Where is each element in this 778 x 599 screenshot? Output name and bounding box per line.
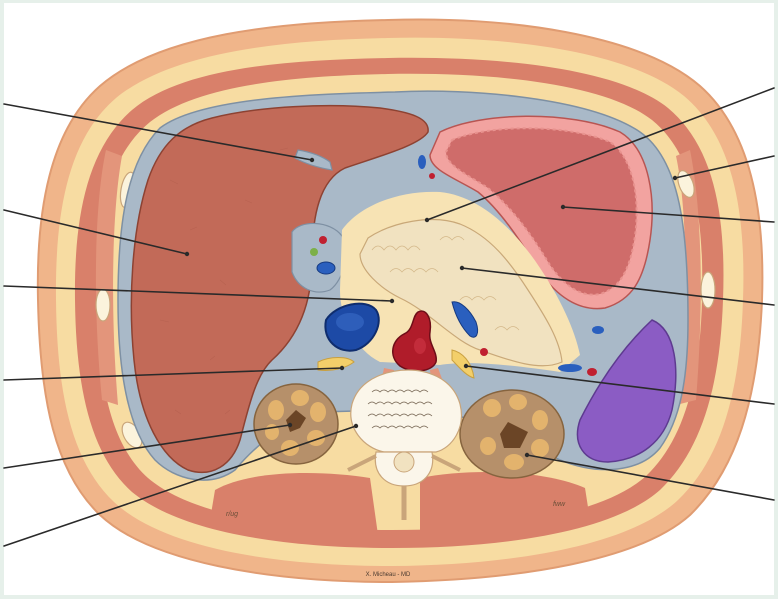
mesenteric-artery xyxy=(480,348,488,356)
left-gastric-vessel xyxy=(418,155,426,169)
author-credit: X. Micheau - MD xyxy=(366,572,411,578)
ivc-highlight xyxy=(336,313,364,331)
aorta-highlight xyxy=(414,338,426,354)
muscle-tag-left: fww xyxy=(553,501,566,508)
hepatoduodenal-ligament xyxy=(292,223,346,292)
rib-icon xyxy=(701,272,715,308)
rib-icon xyxy=(96,289,110,321)
right-kidney xyxy=(254,384,338,464)
bile-duct xyxy=(310,248,318,256)
left-kidney xyxy=(460,390,564,478)
splenic-artery xyxy=(587,368,597,376)
hepatic-artery xyxy=(319,236,327,244)
left-gastric-artery xyxy=(429,173,435,179)
splenic-vein xyxy=(558,364,582,372)
muscle-tag-right: r/ug xyxy=(226,511,238,518)
short-gastric-vessels xyxy=(592,326,604,334)
portal-vein xyxy=(317,262,335,274)
